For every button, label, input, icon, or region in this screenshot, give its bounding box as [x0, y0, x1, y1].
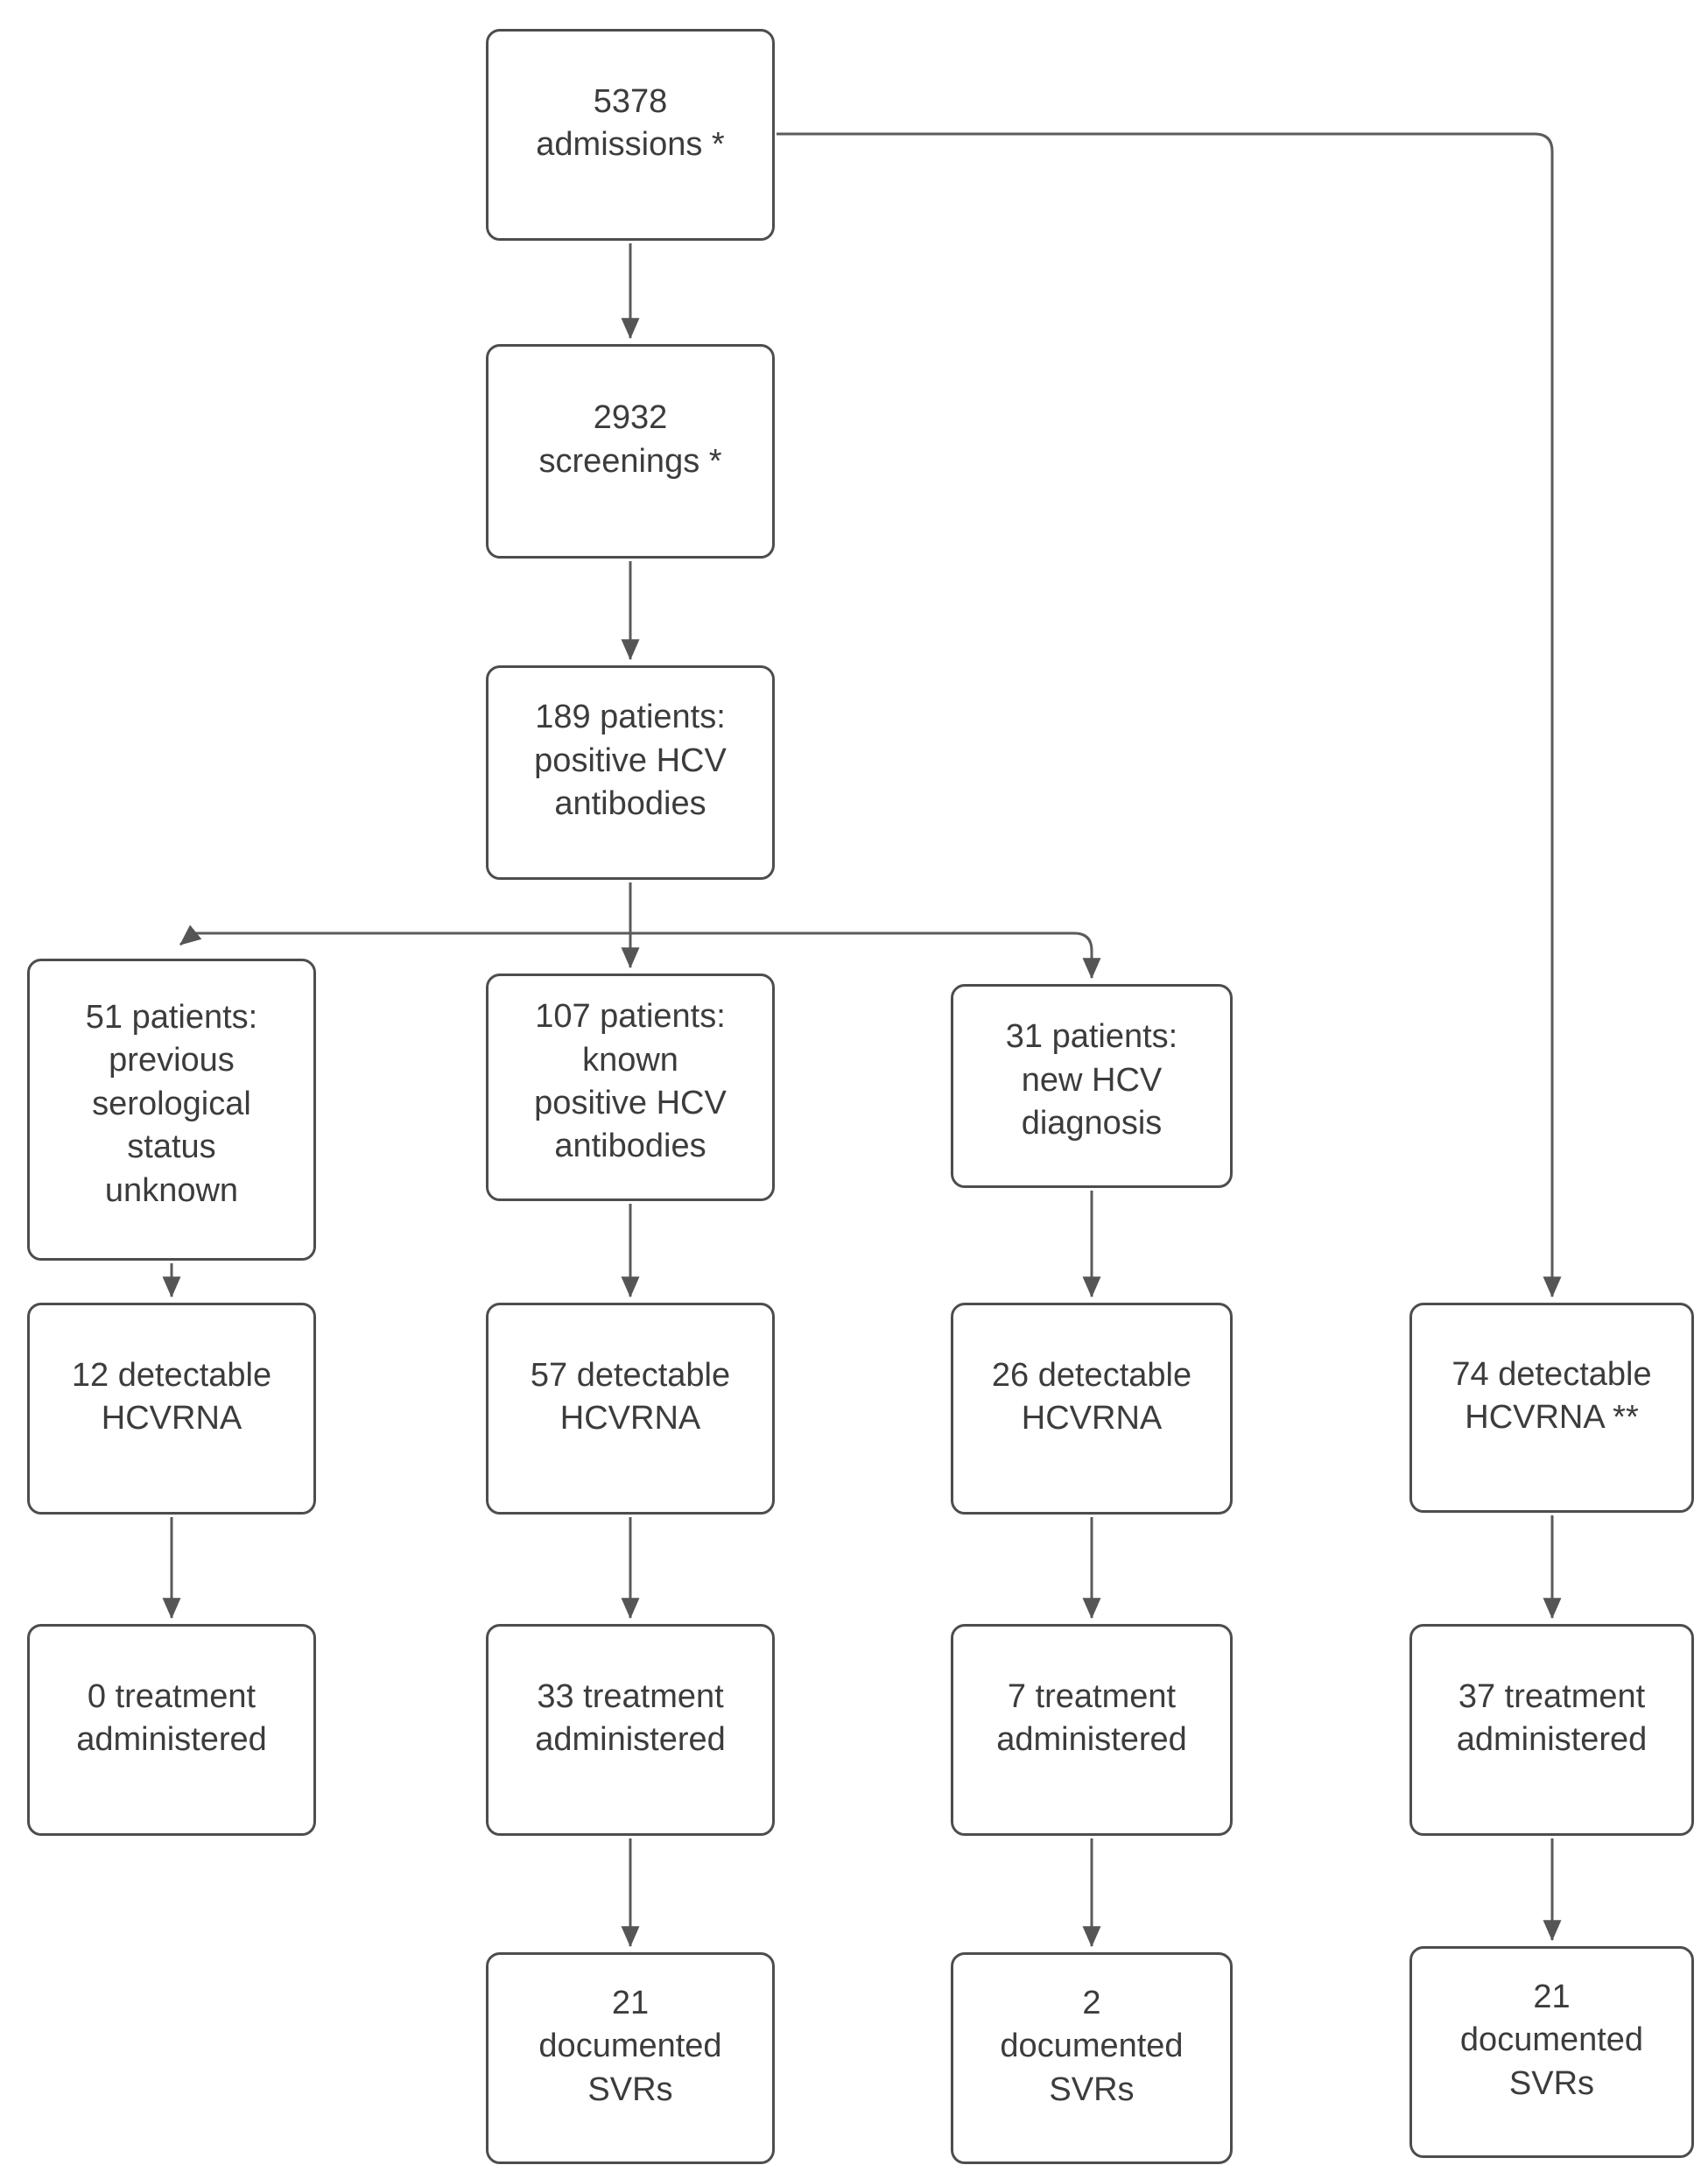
node-treatment-33: 33 treatment administered	[486, 1624, 775, 1836]
node-detectable-hcvrna-57: 57 detectable HCVRNA	[486, 1303, 775, 1515]
edge-admissions-to-detect74	[777, 132, 1562, 1298]
node-screenings-2932: 2932 screenings *	[486, 344, 775, 559]
edge-positive189-branch-to-unknown51-and-new31	[179, 924, 1101, 980]
node-serostatus-unknown-51: 51 patients: previous serological status…	[27, 959, 316, 1261]
node-svr-21-direct: 21 documented SVRs	[1409, 1946, 1694, 2158]
node-svr-21-known: 21 documented SVRs	[486, 1952, 775, 2164]
node-detectable-hcvrna-26: 26 detectable HCVRNA	[951, 1303, 1233, 1515]
node-positive-antibodies-189: 189 patients: positive HCV antibodies	[486, 665, 775, 880]
node-known-positive-107: 107 patients: known positive HCV antibod…	[486, 974, 775, 1201]
node-admissions-5378: 5378 admissions *	[486, 29, 775, 241]
node-treatment-0: 0 treatment administered	[27, 1624, 316, 1836]
node-detectable-hcvrna-12: 12 detectable HCVRNA	[27, 1303, 316, 1515]
node-new-diagnosis-31: 31 patients: new HCV diagnosis	[951, 984, 1233, 1188]
node-treatment-37: 37 treatment administered	[1409, 1624, 1694, 1836]
node-svr-2: 2 documented SVRs	[951, 1952, 1233, 2164]
node-treatment-7: 7 treatment administered	[951, 1624, 1233, 1836]
node-detectable-hcvrna-74: 74 detectable HCVRNA **	[1409, 1303, 1694, 1513]
